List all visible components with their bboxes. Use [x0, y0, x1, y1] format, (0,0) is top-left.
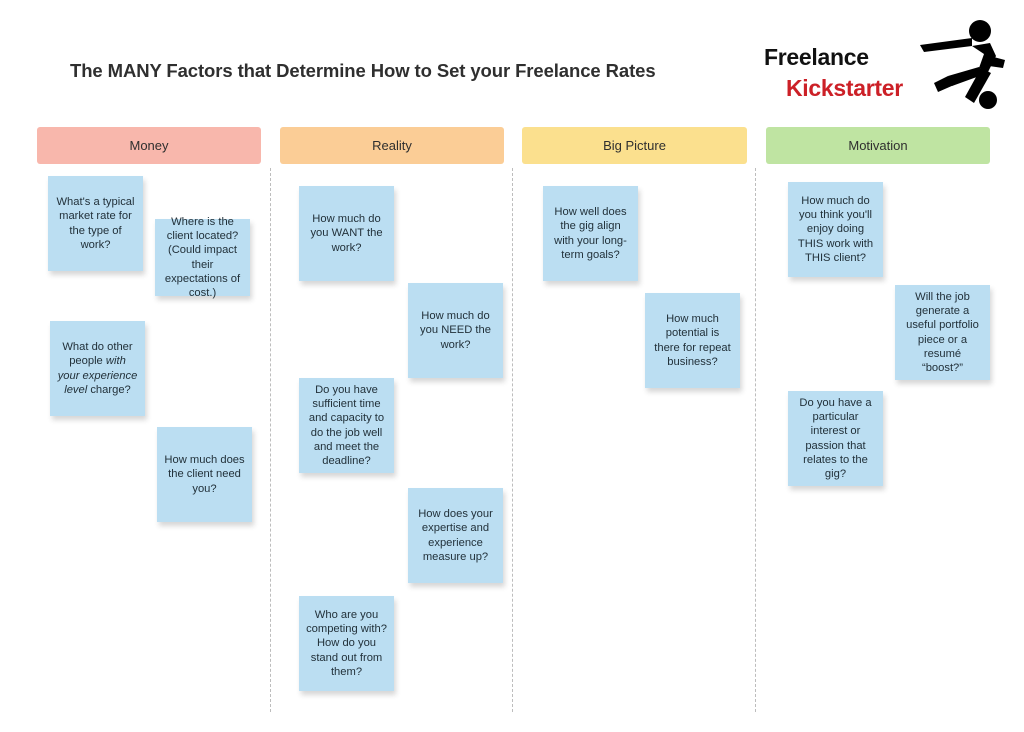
column-divider-2: [512, 168, 513, 712]
sticky-note[interactable]: How much potential is there for repeat b…: [645, 293, 740, 388]
sticky-note[interactable]: How does your expertise and experience m…: [408, 488, 503, 583]
sticky-note[interactable]: How much do you think you'll enjoy doing…: [788, 182, 883, 277]
logo-word-kickstarter: Kickstarter: [786, 75, 903, 101]
sticky-note[interactable]: Do you have a particular interest or pas…: [788, 391, 883, 486]
sticky-note[interactable]: Where is the client located? (Could impa…: [155, 216, 250, 299]
brand-logo: Freelance Kickstarter: [758, 18, 1010, 110]
sticky-note[interactable]: How much do you WANT the work?: [299, 186, 394, 281]
sticky-note[interactable]: Will the job generate a useful portfolio…: [895, 285, 990, 380]
sticky-note-text: Will the job generate a useful portfolio…: [906, 290, 979, 374]
column-header-motivation[interactable]: Motivation: [766, 127, 990, 164]
sticky-note-text: How much do you think you'll enjoy doing…: [797, 194, 874, 264]
sticky-note-text: Do you have a particular interest or pas…: [799, 396, 872, 480]
sticky-note[interactable]: How much do you NEED the work?: [408, 283, 503, 378]
sticky-note[interactable]: How much does the client need you?: [157, 427, 252, 522]
column-header-label: Big Picture: [603, 138, 666, 153]
sticky-note-emphasis: with your experience level: [57, 355, 138, 396]
column-header-big-picture[interactable]: Big Picture: [522, 127, 747, 164]
column-header-money[interactable]: Money: [37, 127, 261, 164]
column-divider-3: [755, 168, 756, 712]
column-header-reality[interactable]: Reality: [280, 127, 504, 164]
sticky-note[interactable]: What's a typical market rate for the typ…: [48, 176, 143, 271]
sticky-note-text: Do you have sufficient time and capacity…: [308, 383, 385, 467]
sticky-note-text: Who are you competing with? How do you s…: [306, 608, 387, 678]
sticky-note[interactable]: Do you have sufficient time and capacity…: [299, 378, 394, 473]
logo-word-freelance: Freelance: [764, 44, 869, 70]
sticky-note-text: How does your expertise and experience m…: [418, 508, 493, 563]
column-header-label: Reality: [372, 138, 412, 153]
sticky-note-text: How much do you WANT the work?: [310, 213, 383, 254]
sticky-note-text: What's a typical market rate for the typ…: [56, 196, 135, 251]
column-header-label: Money: [129, 138, 169, 153]
sticky-note-text: Where is the client located? (Could impa…: [164, 215, 241, 299]
page-title: The MANY Factors that Determine How to S…: [70, 60, 656, 81]
sticky-note[interactable]: Who are you competing with? How do you s…: [299, 596, 394, 691]
sticky-note-text: How much potential is there for repeat b…: [654, 313, 731, 368]
sticky-note[interactable]: What do other people with your experienc…: [50, 321, 145, 416]
running-kicking-person-icon: [920, 20, 1005, 109]
sticky-note-text: How much does the client need you?: [164, 454, 245, 495]
column-divider-1: [270, 168, 271, 712]
sticky-note-text: What do other people with your experienc…: [57, 341, 138, 396]
sticky-note[interactable]: How well does the gig align with your lo…: [543, 186, 638, 281]
sticky-note-text: How much do you NEED the work?: [420, 310, 491, 351]
sticky-note-text: How well does the gig align with your lo…: [554, 206, 627, 261]
column-header-label: Motivation: [848, 138, 908, 153]
